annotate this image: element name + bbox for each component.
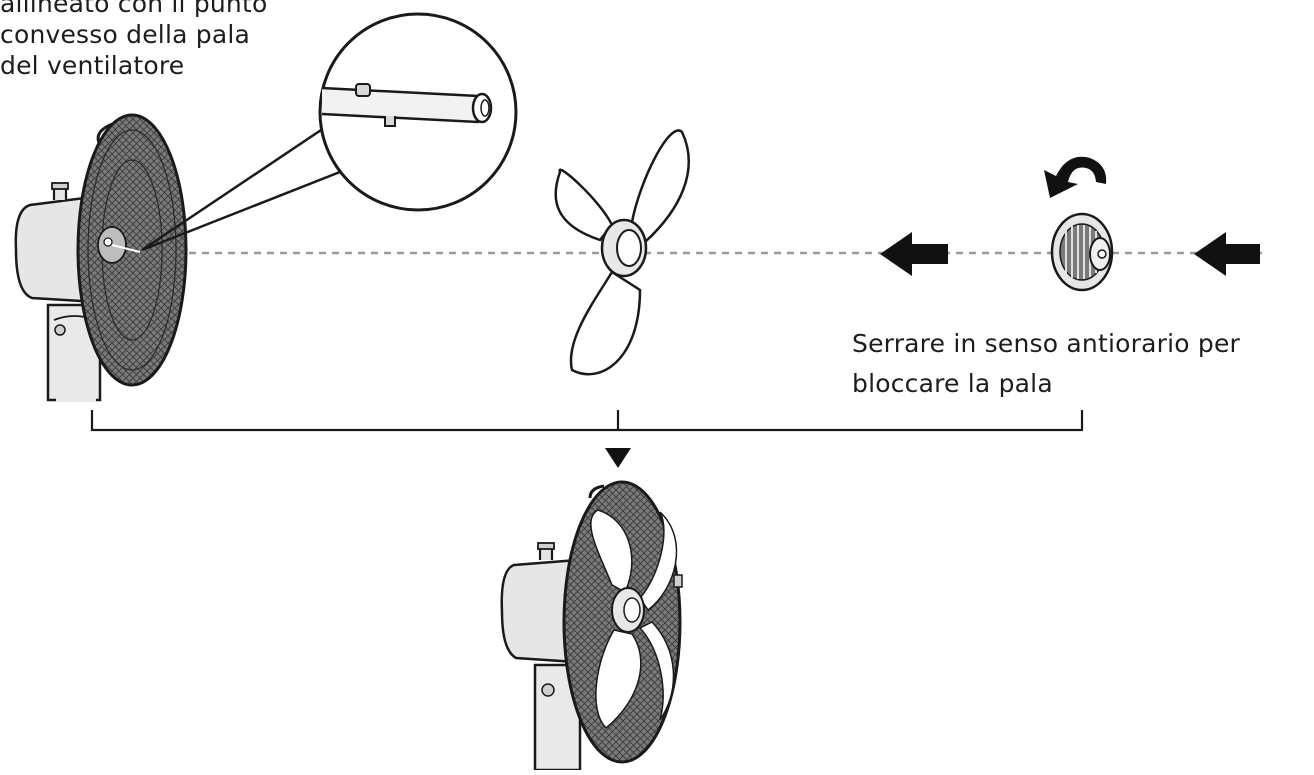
caption-line: convesso della pala (0, 20, 251, 49)
triangle-down-icon (605, 448, 631, 468)
instruction-caption-tighten: Serrare in senso antiorario per bloccare… (852, 324, 1240, 404)
caption-line: Serrare in senso antiorario per (852, 329, 1240, 358)
assembled-fan (500, 480, 683, 772)
fan-blade-icon (554, 129, 690, 376)
arrow-left-icon (1194, 232, 1260, 276)
caption-line: bloccare la pala (852, 369, 1053, 398)
arrow-left-icon (880, 232, 948, 276)
rotate-counterclockwise-icon (1044, 156, 1107, 198)
caption-line: allineato con il punto (0, 0, 268, 18)
caption-line: del ventilatore (0, 51, 185, 80)
shaft-detail-callout (318, 12, 518, 212)
assembly-bracket (90, 410, 1084, 432)
blade-spinner-cap (1050, 212, 1114, 292)
callout-pointer (141, 118, 346, 252)
fan-motor-with-rear-guard (14, 113, 188, 402)
instruction-caption-alignment: allineato con il punto convesso della pa… (0, 0, 267, 81)
